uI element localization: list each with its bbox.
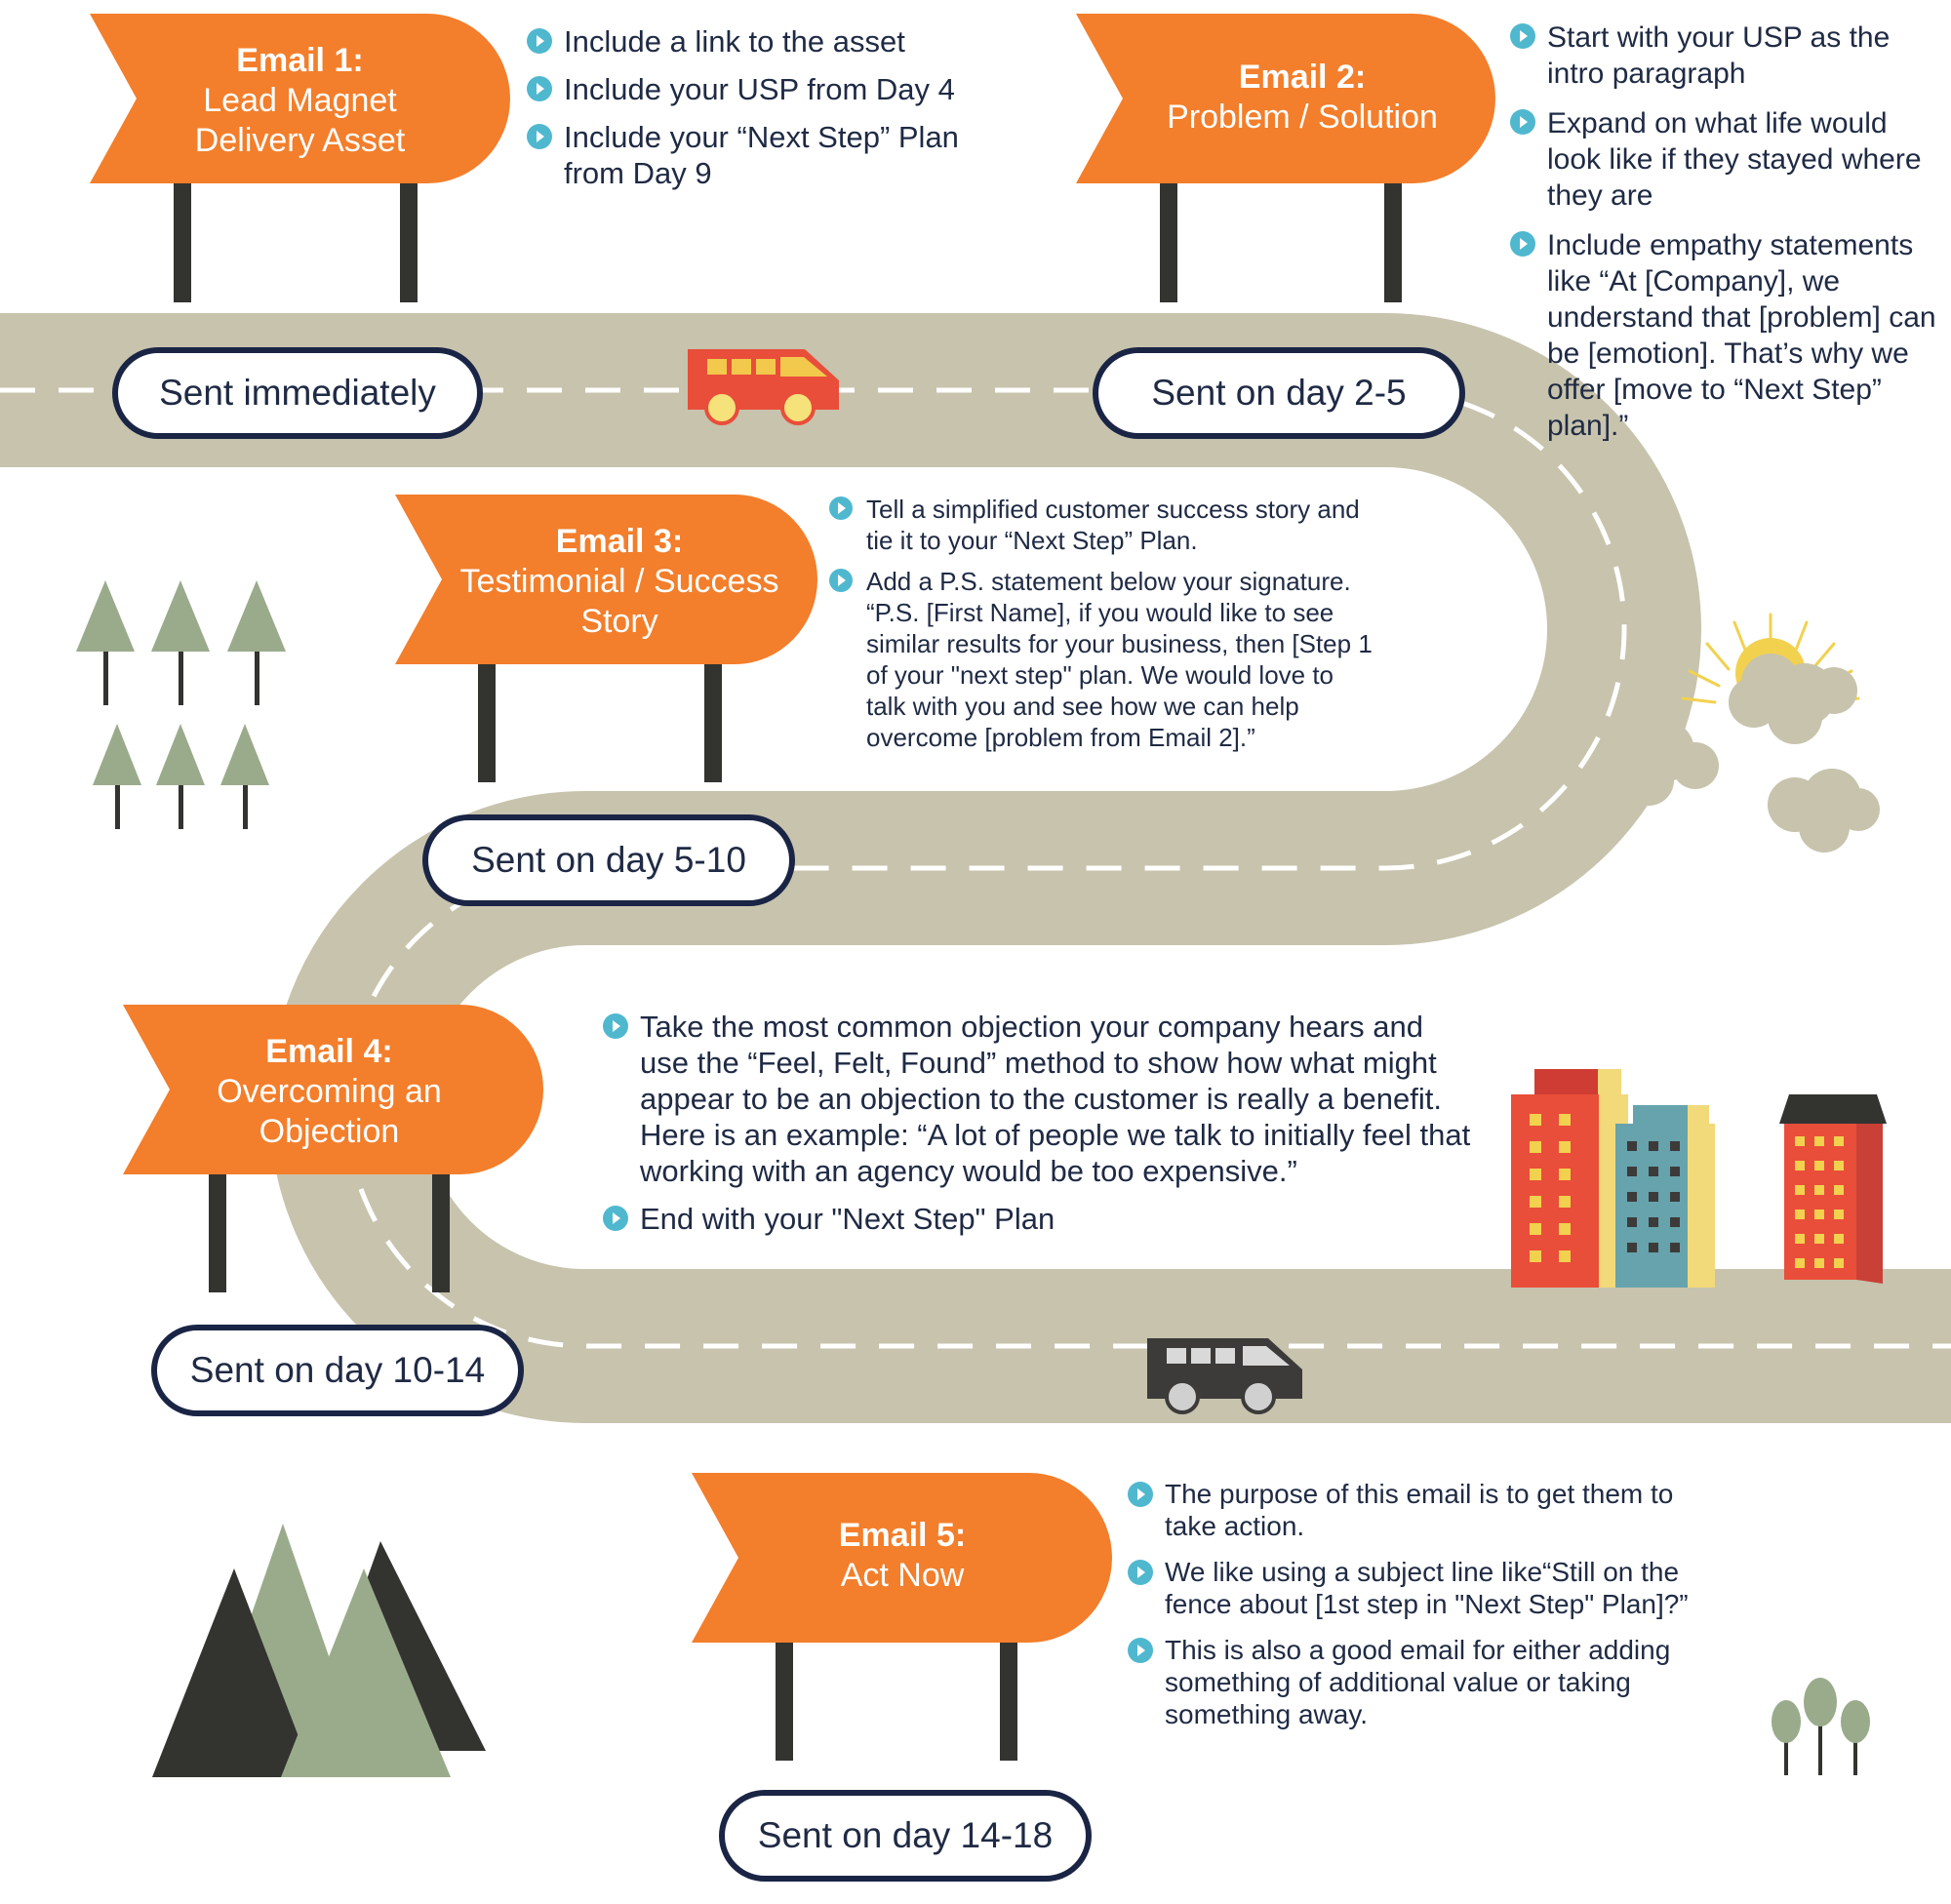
sign-board-2 [1076, 14, 1495, 183]
email-5-title: Email 5: [838, 1517, 967, 1554]
email-3-title: Email 3: [555, 523, 684, 560]
round-trees [1772, 1678, 1870, 1775]
list-item: We like using a subject line like“Still … [1128, 1556, 1703, 1620]
sign-board-3 [395, 495, 817, 664]
email-4-tips: Take the most common objection your comp… [603, 1009, 1476, 1249]
red-bus-icon [688, 349, 839, 425]
email-1-title: Email 1: [236, 42, 364, 79]
email-1-sign: Email 1: Lead Magnet Delivery Asset [166, 41, 434, 161]
sign-board-5 [692, 1473, 1112, 1643]
list-item: Start with your USP as the intro paragra… [1510, 20, 1944, 92]
list-item: Take the most common objection your comp… [603, 1009, 1476, 1189]
email-1-tips: Include a link to the asset Include your… [527, 23, 985, 203]
list-item: End with your "Next Step" Plan [603, 1201, 1476, 1237]
list-item: Include your “Next Step” Plan from Day 9 [527, 119, 985, 191]
list-item: Include a link to the asset [527, 23, 985, 60]
email-1-subtitle: Lead Magnet Delivery Asset [194, 82, 406, 159]
list-item: Tell a simplified customer success story… [829, 494, 1375, 556]
email-2-tips: Start with your USP as the intro paragra… [1510, 20, 1944, 457]
sign-board-1 [90, 14, 510, 183]
email-3-subtitle: Testimonial / Success Story [459, 563, 779, 640]
list-item: Expand on what life would look like if t… [1510, 105, 1944, 214]
email-4-subtitle: Overcoming an Objection [217, 1073, 442, 1150]
send-timing-badge-2: Sent on day 2-5 [1093, 347, 1465, 439]
sign-board-4 [123, 1005, 543, 1174]
email-5-subtitle: Act Now [840, 1557, 965, 1594]
cloud-icons [1595, 654, 1880, 853]
sign-posts [174, 180, 1402, 1761]
email-3-sign: Email 3: Testimonial / Success Story [454, 522, 785, 642]
grey-bus-icon [1147, 1338, 1302, 1414]
email-4-sign: Email 4: Overcoming an Objection [195, 1032, 463, 1152]
winding-road [0, 313, 1951, 1423]
email-4-title: Email 4: [265, 1033, 393, 1070]
email-2-subtitle: Problem / Solution [1167, 99, 1438, 136]
email-5-tips: The purpose of this email is to get them… [1128, 1478, 1703, 1744]
email-5-sign: Email 5: Act Now [761, 1516, 1044, 1596]
send-timing-badge-1: Sent immediately [112, 347, 483, 439]
list-item: The purpose of this email is to get them… [1128, 1478, 1703, 1542]
list-item: This is also a good email for either add… [1128, 1634, 1703, 1730]
send-timing-badge-3: Sent on day 5-10 [422, 814, 795, 906]
email-2-sign: Email 2: Problem / Solution [1141, 58, 1463, 138]
mountains [152, 1524, 486, 1777]
send-timing-badge-4: Sent on day 10-14 [151, 1325, 524, 1416]
list-item: Include empathy statements like “At [Com… [1510, 227, 1944, 444]
send-timing-badge-5: Sent on day 14-18 [719, 1790, 1092, 1882]
city-buildings [1511, 1069, 1887, 1288]
email-2-title: Email 2: [1238, 59, 1367, 96]
list-item: Add a P.S. statement below your signatur… [829, 566, 1375, 753]
sign-boards [90, 14, 1495, 1643]
pine-trees [76, 580, 286, 829]
email-3-tips: Tell a simplified customer success story… [829, 494, 1375, 763]
list-item: Include your USP from Day 4 [527, 71, 985, 107]
